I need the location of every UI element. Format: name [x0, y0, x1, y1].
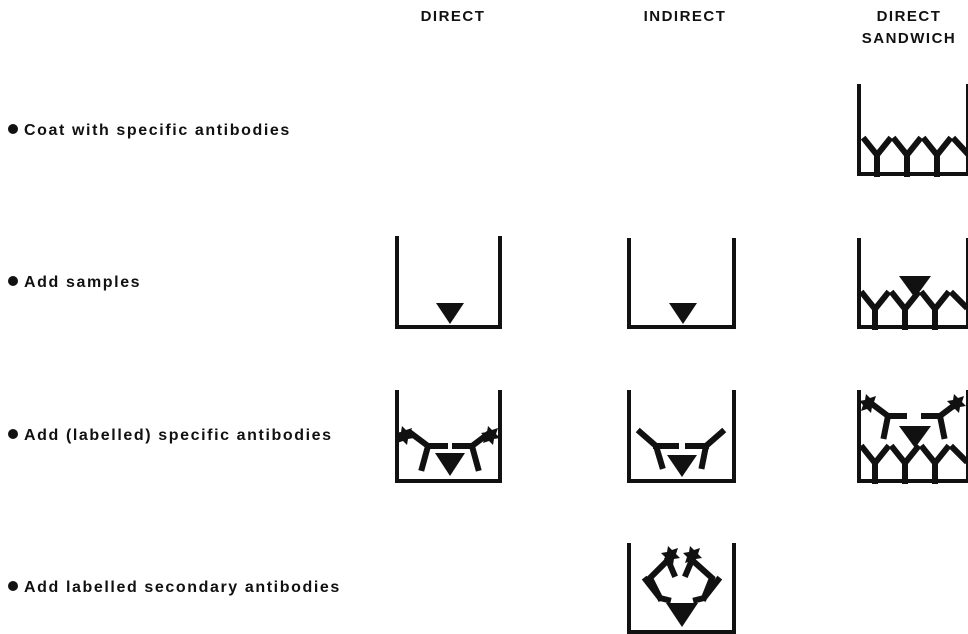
well-direct-samples	[397, 238, 500, 327]
capture-antibodies	[865, 140, 966, 174]
well-direct-sandwich-labelled-specific	[859, 392, 968, 481]
labelled-antibody-icon	[455, 434, 488, 468]
antigen-icon	[899, 426, 931, 448]
capture-antibody-icon	[923, 448, 947, 481]
well-indirect-specific	[629, 392, 734, 481]
capture-antibody-icon	[923, 294, 947, 327]
well-indirect-secondary	[629, 545, 734, 632]
antibody-icon	[688, 432, 722, 466]
labelled-antibody-icon	[412, 434, 445, 468]
capture-antibody-icon	[895, 140, 919, 174]
antigen-icon	[436, 303, 464, 324]
capture-antibody-icon	[953, 448, 965, 460]
capture-antibody-icon	[863, 294, 887, 327]
well-direct-sandwich-coat	[859, 86, 968, 174]
antibody-icon	[640, 432, 676, 466]
antigen-icon	[666, 603, 698, 627]
capture-antibody-icon	[925, 140, 949, 174]
well-indirect-samples	[629, 240, 734, 327]
capture-antibody-icon	[893, 294, 917, 327]
capture-antibody-icon	[863, 448, 887, 481]
capture-antibody-icon	[865, 140, 889, 174]
star-label-icon	[859, 394, 878, 413]
labelled-antibody-icon	[872, 404, 904, 436]
star-label-icon	[481, 426, 500, 445]
star-label-icon	[661, 546, 680, 565]
capture-antibody-icon	[953, 294, 965, 306]
antigen-icon	[435, 453, 465, 476]
capture-antibody-icon	[955, 140, 966, 152]
well-direct-labelled-specific	[395, 392, 500, 481]
well-direct-sandwich-samples	[859, 240, 968, 327]
labelled-secondary-antibody-icon	[686, 560, 712, 598]
antigen-icon	[667, 455, 697, 477]
star-label-icon	[683, 546, 702, 565]
star-label-icon	[947, 394, 966, 413]
capture-antibody-icon	[893, 448, 917, 481]
antigen-icon	[669, 303, 697, 324]
